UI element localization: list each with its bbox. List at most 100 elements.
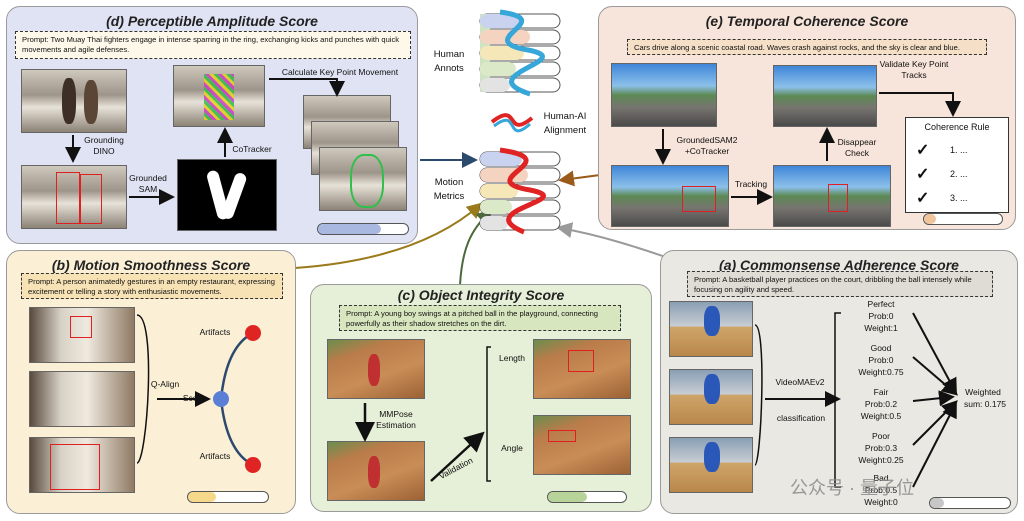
class-poor-weight: Weight:0.25: [858, 455, 904, 465]
rule-item-2: 2. ...: [950, 169, 968, 179]
basketball-frame-2: [669, 369, 753, 425]
class-good-name: Good: [870, 343, 892, 353]
tracking-label: Tracking: [734, 179, 768, 189]
panel-c-score-bar: [547, 491, 627, 503]
arrow-e-to-metrics: [558, 170, 601, 187]
weighted-sum-label: sum: 0.175: [963, 399, 1007, 409]
coastal-frame-2: [773, 65, 877, 127]
length-label: Length: [499, 353, 525, 363]
human-annots-label: Human Annots: [433, 49, 465, 74]
artifacts-bottom-label: Artifacts: [199, 451, 231, 461]
basketball-frame-1: [669, 301, 753, 357]
keypoint-frame: [173, 65, 265, 127]
panel-c-prompt: Prompt: A young boy swings at a pitched …: [339, 305, 621, 331]
human-annots-curve: [499, 9, 545, 97]
panel-c-arrows: [355, 346, 491, 482]
videomae-label: VideoMAEv2: [775, 377, 825, 387]
class-fair-weight: Weight:0.5: [860, 411, 902, 421]
panel-a-title: (a) Commonsense Adherence Score: [719, 257, 959, 273]
panel-b-score-bar: [187, 491, 269, 503]
qalign-label: Q-Align: [150, 379, 180, 389]
panel-b-title: (b) Motion Smoothness Score: [51, 257, 251, 273]
class-fair-prob: Prob:0.2: [864, 399, 898, 409]
class-bad-name: Bad: [873, 473, 889, 483]
panel-d-title: (d) Perceptible Amplitude Score: [106, 13, 318, 29]
motion-metrics-stack: [479, 147, 561, 235]
grounding-dino-label: Grounding DINO: [84, 135, 124, 156]
class-fair-name: Fair: [873, 387, 889, 397]
class-poor-name: Poor: [872, 431, 890, 441]
watermark: 公众号 · 量子位: [790, 478, 914, 498]
class-perfect-weight: Weight:1: [864, 323, 898, 333]
check-icon-2: ✓: [916, 166, 930, 183]
class-perfect-prob: Prob:0: [868, 311, 894, 321]
arrow-b-to-metrics: [294, 202, 484, 269]
panel-temporal-coherence: (e) Temporal Coherence Score Cars drive …: [598, 6, 1016, 230]
validate-label: Validate Key Point Tracks: [879, 59, 949, 80]
coastal-frame-tracked: [611, 165, 729, 227]
coastal-frame-3: [773, 165, 891, 227]
classification-label: classification: [776, 413, 826, 423]
panel-b-prompt: Prompt: A person animatedly gestures in …: [21, 273, 283, 299]
panel-c-score-fill: [548, 492, 587, 502]
panel-b-score-fill: [188, 492, 216, 502]
panel-d-arrows: [65, 78, 345, 205]
artifact-node-top: [245, 325, 261, 341]
panel-d-score-fill: [318, 224, 381, 234]
panel-a-prompt: Prompt: A basketball player practices on…: [687, 271, 993, 297]
coherence-rule-title: Coherence Rule: [924, 122, 990, 132]
restaurant-frame-3: [29, 437, 135, 493]
panel-a-tree: [754, 312, 959, 488]
rule-item-3: 3. ...: [950, 193, 968, 203]
coherence-rule-box: Coherence Rule ✓ 1. ... ✓ 2. ... ✓ 3. ..…: [905, 117, 1009, 213]
panel-b-graph: [136, 314, 261, 473]
score-node: [213, 391, 229, 407]
detected-fighters-frame: [21, 165, 127, 229]
panel-c-title: (c) Object Integrity Score: [397, 287, 565, 303]
panel-e-score-fill: [924, 214, 936, 224]
basketball-frame-3: [669, 437, 753, 493]
rule-item-1: 1. ...: [950, 145, 968, 155]
fighters-frame: [21, 69, 127, 133]
coastal-frame-1: [611, 63, 717, 127]
human-annots-stack: [479, 9, 561, 97]
class-good-prob: Prob:0: [868, 355, 894, 365]
baseball-frame-angle: [533, 415, 631, 475]
weighted-label: Weighted: [965, 387, 1001, 397]
panel-d-score-bar: [317, 223, 409, 235]
panel-object-integrity: (c) Object Integrity Score Prompt: A you…: [310, 284, 652, 512]
panel-perceptible-amplitude: (d) Perceptible Amplitude Score Prompt: …: [6, 6, 418, 244]
class-bad-prob: Prob:0.5: [864, 485, 898, 495]
restaurant-frame-1: [29, 307, 135, 363]
panel-e-prompt: Cars drive along a scenic coastal road. …: [627, 39, 987, 55]
panel-e-title: (e) Temporal Coherence Score: [705, 13, 909, 29]
artifact-node-bottom: [245, 457, 261, 473]
baseball-frame-2: [327, 441, 425, 501]
alignment-curve-icon: [490, 113, 534, 127]
panel-e-score-bar: [923, 213, 1003, 225]
baseball-frame-1: [327, 339, 425, 399]
disappear-label: Disappear Check: [837, 137, 877, 158]
grounded-sam2-label: GroundedSAM2 +CoTracker: [676, 135, 738, 156]
check-icon-1: ✓: [916, 142, 930, 159]
check-icon-3: ✓: [916, 190, 930, 207]
panel-a-score-fill: [930, 498, 944, 508]
alignment-label: Human-AI Alignment: [543, 111, 587, 136]
artifacts-top-label: Artifacts: [199, 327, 231, 337]
calc-keypoint-label: Calculate Key Point Movement: [281, 67, 399, 77]
stack-frame-3: [319, 147, 407, 211]
panel-d-prompt: Prompt: Two Muay Thai fighters engage in…: [15, 31, 411, 59]
segmentation-mask: [177, 159, 277, 231]
class-poor-prob: Prob:0.3: [864, 443, 898, 453]
class-perfect-name: Perfect: [867, 299, 895, 309]
motion-metrics-label: Motion Metrics: [433, 177, 465, 202]
panel-a-score-bar: [929, 497, 1011, 509]
panel-e-arrows: [655, 92, 961, 205]
class-bad-weight: Weight:0: [864, 497, 898, 507]
grounded-sam-label: Grounded SAM: [129, 173, 167, 194]
panel-motion-smoothness: (b) Motion Smoothness Score Prompt: A pe…: [6, 250, 296, 514]
cotracker-label: CoTracker: [232, 144, 272, 154]
motion-metrics-curve: [499, 147, 546, 235]
class-good-weight: Weight:0.75: [858, 367, 904, 377]
